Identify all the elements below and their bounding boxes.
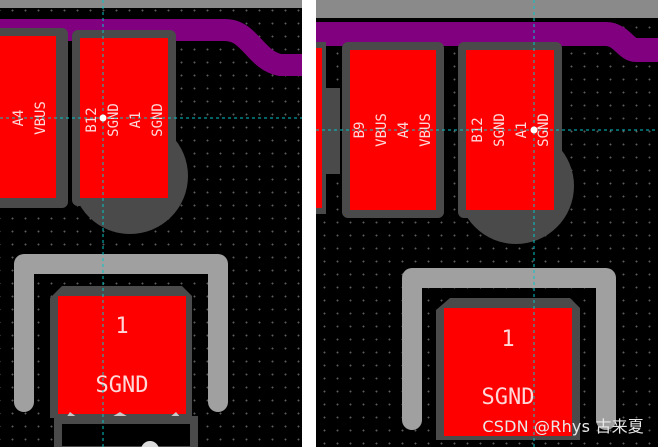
smd-pad-a[interactable] bbox=[0, 36, 56, 198]
pad-b-label-1: SGND bbox=[492, 113, 508, 147]
watermark-text: CSDN @Rhys 古来夏 bbox=[482, 417, 644, 436]
pad-large-number: 1 bbox=[501, 327, 514, 352]
pad-b-label-3: SGND bbox=[150, 103, 166, 137]
pcb-view-right[interactable]: B9 VBUS A4 VBUS B12 SGND A1 SGND 1 bbox=[316, 0, 658, 447]
copper-track[interactable] bbox=[0, 19, 302, 76]
pad-a-label-2: A4 bbox=[396, 122, 412, 139]
pad-b-label-1: SGND bbox=[106, 103, 122, 137]
pad-lower-outline bbox=[54, 416, 198, 447]
pad-b-label-2: A1 bbox=[128, 112, 144, 129]
copper-track[interactable] bbox=[316, 22, 658, 62]
view-divider bbox=[302, 0, 316, 447]
silkscreen-outline bbox=[14, 254, 228, 412]
smd-pad-b[interactable] bbox=[80, 38, 168, 198]
board-edge-top bbox=[316, 0, 658, 18]
pcb-canvas-left[interactable]: B9 A4 VBUS B12 SGND A1 SGND 1 S bbox=[0, 0, 302, 447]
pad-neck bbox=[326, 88, 340, 174]
pad-large-net: SGND bbox=[482, 385, 535, 410]
smd-pad-large[interactable] bbox=[58, 296, 186, 414]
cursor-point bbox=[99, 114, 107, 122]
pcb-canvas-right[interactable]: B9 VBUS A4 VBUS B12 SGND A1 SGND 1 bbox=[316, 0, 658, 447]
pad-b-label-0: B12 bbox=[84, 107, 100, 132]
board-edge-top bbox=[0, 0, 302, 8]
pad-a-label-2: VBUS bbox=[33, 101, 49, 135]
smd-pad-edge[interactable] bbox=[316, 48, 322, 208]
pcb-view-left[interactable]: B9 A4 VBUS B12 SGND A1 SGND 1 S bbox=[0, 0, 302, 447]
silkscreen-outline bbox=[402, 268, 616, 430]
via-bottom bbox=[141, 441, 159, 447]
smd-pad-large[interactable] bbox=[444, 308, 572, 436]
pad-large-number: 1 bbox=[115, 314, 128, 339]
pad-large-net: SGND bbox=[96, 373, 149, 398]
cursor-point bbox=[530, 126, 538, 134]
